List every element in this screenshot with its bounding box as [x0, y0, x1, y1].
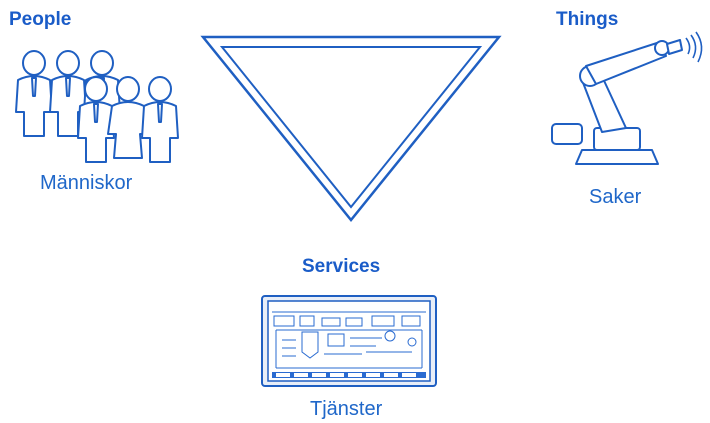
- people-heading: People: [9, 9, 72, 30]
- control-panel-screen-icon: [261, 295, 437, 387]
- services-caption: Tjänster: [310, 398, 383, 420]
- robot-arm-icon: [551, 31, 703, 165]
- people-caption: Människor: [40, 172, 133, 194]
- people-group-icon: [15, 50, 179, 163]
- things-caption: Saker: [589, 186, 642, 208]
- things-heading: Things: [556, 9, 619, 30]
- services-heading: Services: [302, 256, 381, 277]
